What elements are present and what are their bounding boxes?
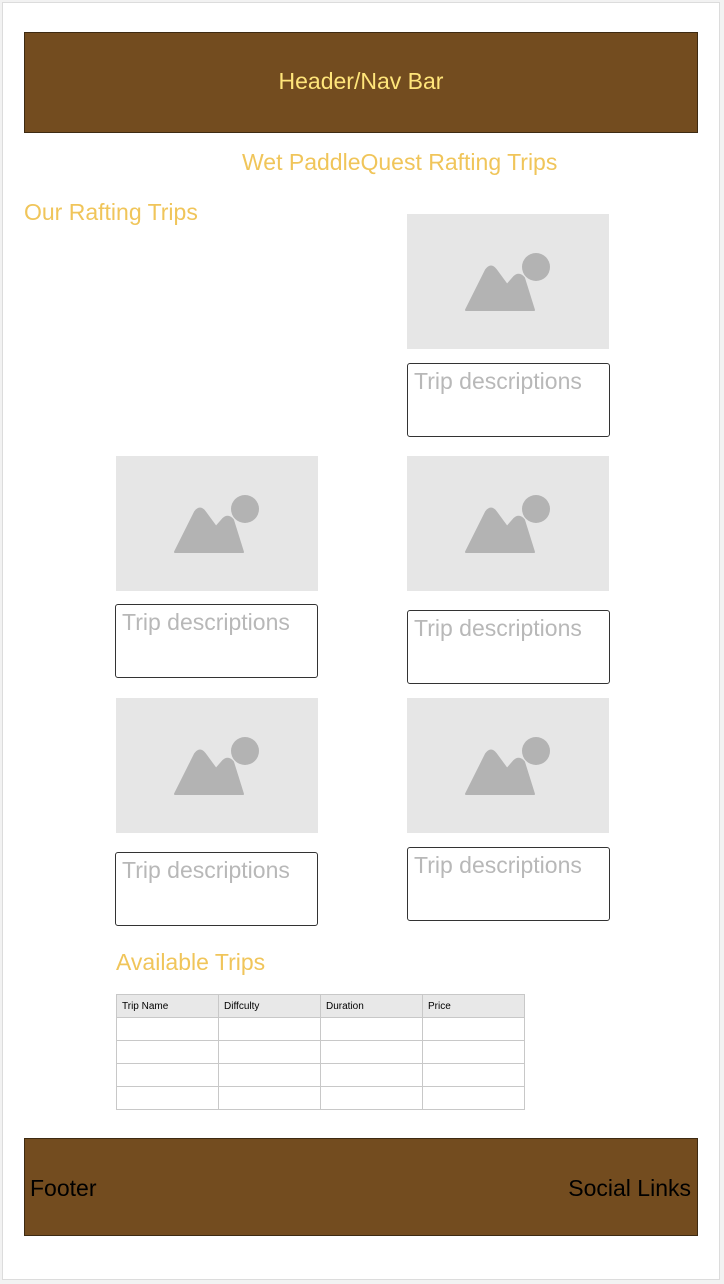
table-cell[interactable] bbox=[422, 1017, 525, 1041]
trip-card-image[interactable] bbox=[116, 456, 318, 591]
footer-bar: Footer Social Links bbox=[24, 1138, 698, 1236]
site-title: Wet PaddleQuest Rafting Trips bbox=[242, 149, 558, 175]
table-cell[interactable] bbox=[218, 1040, 321, 1064]
trip-card-image[interactable] bbox=[407, 214, 609, 349]
trip-card-image[interactable] bbox=[407, 698, 609, 833]
trip-description-text: Trip descriptions bbox=[122, 857, 290, 883]
column-header-price[interactable]: Price bbox=[422, 994, 525, 1018]
column-header-trip-name[interactable]: Trip Name bbox=[116, 994, 219, 1018]
trip-description-text: Trip descriptions bbox=[414, 368, 582, 394]
trip-description-box[interactable]: Trip descriptions bbox=[115, 852, 318, 926]
table-row[interactable] bbox=[116, 1017, 525, 1041]
table-cell[interactable] bbox=[422, 1063, 525, 1087]
trip-description-box[interactable]: Trip descriptions bbox=[407, 363, 610, 437]
available-trips-heading: Available Trips bbox=[116, 949, 266, 975]
trip-card-image[interactable] bbox=[407, 456, 609, 591]
trip-description-box[interactable]: Trip descriptions bbox=[407, 610, 610, 684]
trip-description-text: Trip descriptions bbox=[414, 852, 582, 878]
table-cell[interactable] bbox=[116, 1063, 219, 1087]
header-label: Header/Nav Bar bbox=[278, 68, 444, 94]
header-nav-bar[interactable]: Header/Nav Bar bbox=[24, 32, 698, 133]
trips-section-heading: Our Rafting Trips bbox=[24, 199, 198, 225]
table-cell[interactable] bbox=[116, 1086, 219, 1110]
table-row[interactable] bbox=[116, 1063, 525, 1087]
table-cell[interactable] bbox=[320, 1063, 423, 1087]
trip-description-text: Trip descriptions bbox=[414, 615, 582, 641]
table-cell[interactable] bbox=[422, 1086, 525, 1110]
table-cell[interactable] bbox=[320, 1086, 423, 1110]
image-placeholder-icon bbox=[465, 737, 550, 795]
table-cell[interactable] bbox=[218, 1063, 321, 1087]
image-placeholder-icon bbox=[174, 495, 259, 553]
social-links[interactable]: Social Links bbox=[568, 1175, 691, 1201]
image-placeholder-icon bbox=[465, 495, 550, 553]
table-row[interactable] bbox=[116, 1086, 525, 1110]
trip-description-box[interactable]: Trip descriptions bbox=[115, 604, 318, 678]
table-header-row: Trip Name Diffculty Duration Price bbox=[116, 994, 525, 1018]
table-cell[interactable] bbox=[218, 1086, 321, 1110]
table-cell[interactable] bbox=[116, 1040, 219, 1064]
trip-card-image[interactable] bbox=[116, 698, 318, 833]
trip-description-text: Trip descriptions bbox=[122, 609, 290, 635]
footer-label: Footer bbox=[30, 1175, 97, 1201]
table-cell[interactable] bbox=[422, 1040, 525, 1064]
trip-description-box[interactable]: Trip descriptions bbox=[407, 847, 610, 921]
table-row[interactable] bbox=[116, 1040, 525, 1064]
image-placeholder-icon bbox=[174, 737, 259, 795]
table-cell[interactable] bbox=[218, 1017, 321, 1041]
table-cell[interactable] bbox=[320, 1040, 423, 1064]
image-placeholder-icon bbox=[465, 253, 550, 311]
column-header-duration[interactable]: Duration bbox=[320, 994, 423, 1018]
table-cell[interactable] bbox=[320, 1017, 423, 1041]
column-header-difficulty[interactable]: Diffculty bbox=[218, 994, 321, 1018]
table-cell[interactable] bbox=[116, 1017, 219, 1041]
available-trips-table: Trip Name Diffculty Duration Price bbox=[116, 994, 525, 1110]
